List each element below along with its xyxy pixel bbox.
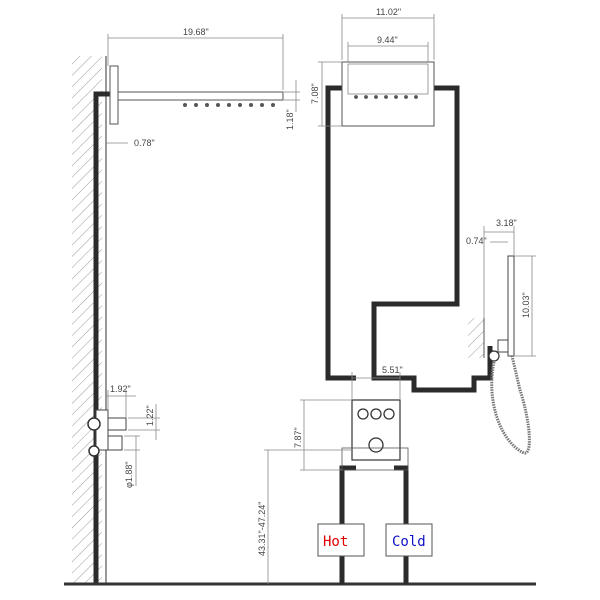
side-view: 19.68" 1.18" 0.78" 1.92" 1.22" φ1.88" bbox=[72, 27, 300, 584]
head-nozzles bbox=[354, 95, 418, 99]
valve-diverter-middle[interactable] bbox=[370, 408, 382, 420]
arm-flange bbox=[109, 65, 119, 125]
side-valve-plate bbox=[95, 409, 109, 451]
handshower-holder bbox=[497, 339, 509, 353]
dim-handshower-length: 10.03" bbox=[521, 292, 531, 318]
side-nozzles bbox=[183, 103, 275, 107]
dim-wall-offset: 0.78" bbox=[134, 138, 155, 148]
dim-head-inner-width: 9.44" bbox=[377, 35, 398, 45]
cold-label-box bbox=[385, 523, 433, 557]
cold-label: Cold bbox=[392, 534, 426, 550]
side-outlet bbox=[107, 435, 123, 451]
dim-pipe-diameter: φ1.88" bbox=[124, 461, 134, 488]
valve-diverter-right[interactable] bbox=[383, 408, 395, 420]
front-view: 11.02" 9.44" 7.08" 5.51" 7.87" 43.31"-47… bbox=[257, 7, 536, 584]
shower-arm bbox=[117, 91, 284, 101]
dim-valve-width: 5.51" bbox=[382, 365, 403, 375]
dim-floor-to-valve: 43.31"-47.24" bbox=[257, 502, 267, 556]
side-valve-upper-fitting bbox=[87, 417, 101, 431]
hot-label: Hot bbox=[323, 534, 348, 550]
valve-body bbox=[341, 447, 409, 471]
dim-head-outer-width: 11.02" bbox=[376, 7, 401, 17]
handshower-wand[interactable] bbox=[507, 255, 515, 357]
dim-arm-length: 19.68" bbox=[183, 27, 209, 37]
dim-handshower-inset: 0.74" bbox=[466, 236, 487, 246]
valve-diverter-left[interactable] bbox=[357, 408, 369, 420]
dim-handshower-offset: 3.18" bbox=[496, 218, 517, 228]
dim-arm-height: 1.18" bbox=[285, 109, 295, 130]
side-handle bbox=[107, 417, 127, 431]
shower-head-inner bbox=[347, 63, 429, 95]
valve-temperature-knob[interactable] bbox=[368, 437, 384, 453]
side-valve-lower-fitting bbox=[88, 445, 100, 457]
hot-label-box bbox=[317, 523, 365, 557]
dim-valve-height: 1.22" bbox=[145, 405, 155, 426]
dim-valve-body-height: 7.87" bbox=[293, 427, 303, 448]
dim-valve-depth: 1.92" bbox=[110, 384, 131, 394]
front-riser-loop bbox=[325, 85, 493, 393]
dim-head-depth: 7.08" bbox=[310, 83, 320, 104]
handshower-hose bbox=[490, 355, 531, 455]
handshower-elbow bbox=[488, 350, 500, 362]
handshower-wall-hatch bbox=[468, 318, 484, 358]
